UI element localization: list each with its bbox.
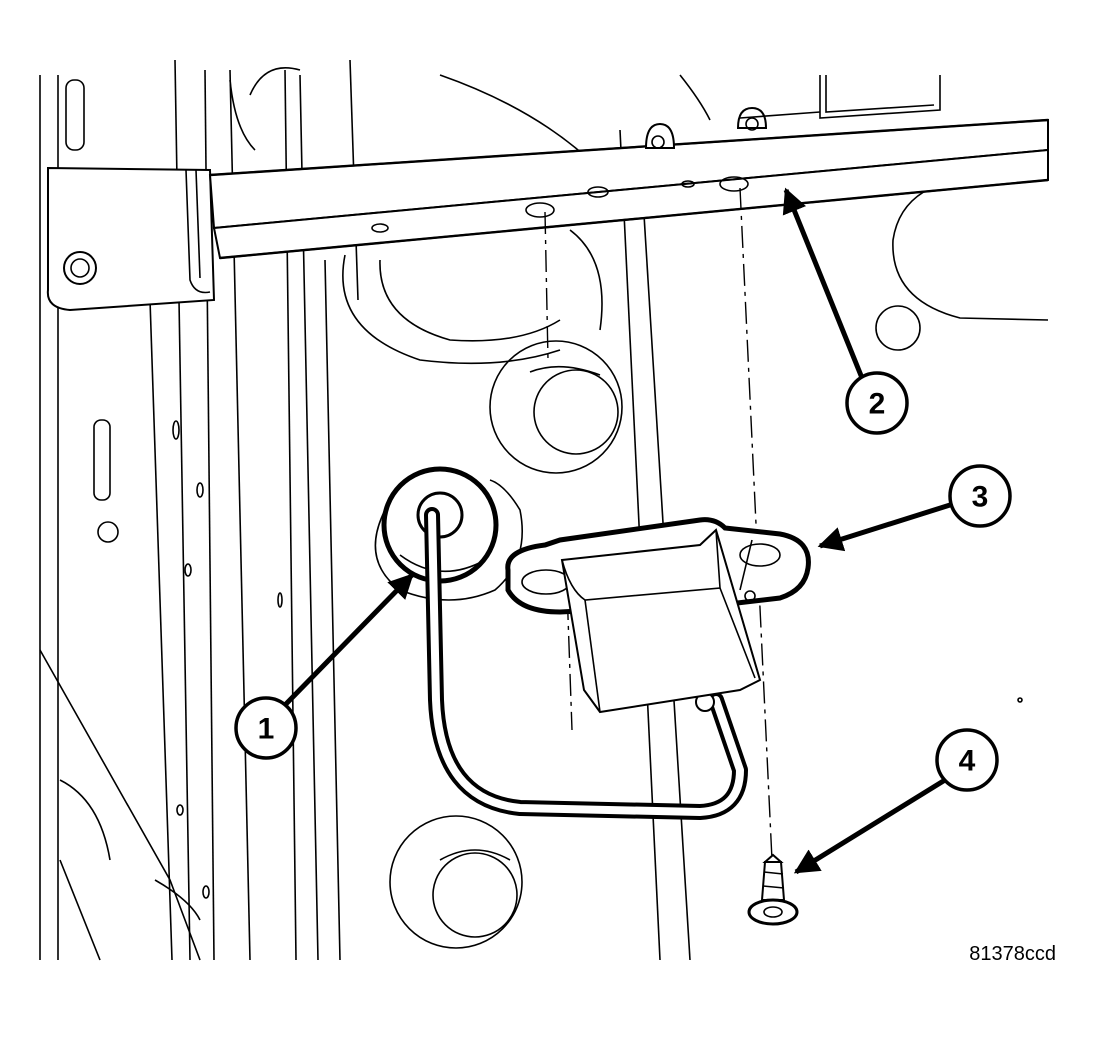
callout-number-3: 3 [972, 481, 989, 514]
callout-circle-3 [948, 464, 1012, 528]
leader-arrow-2 [782, 187, 865, 379]
callout-3: 3 [817, 464, 1012, 552]
callout-number-2: 2 [869, 388, 886, 421]
leader-arrow-4 [793, 777, 947, 875]
callout-2: 2 [782, 187, 909, 435]
callout-circle-1 [234, 696, 298, 760]
figure-id: 81378ccd [969, 943, 1056, 965]
callout-number-1: 1 [258, 713, 275, 746]
callout-1: 1 [234, 573, 414, 760]
callout-circle-2 [845, 371, 909, 435]
sensor-part [505, 517, 811, 714]
screw-part [747, 853, 799, 926]
leader-arrow-3 [817, 502, 951, 552]
callout-4: 4 [793, 728, 999, 875]
callout-number-4: 4 [959, 745, 976, 778]
wire-harness-part [374, 466, 748, 820]
window-channel-part [46, 106, 1049, 312]
callout-circle-4 [935, 728, 999, 792]
leader-arrow-1 [283, 573, 414, 707]
